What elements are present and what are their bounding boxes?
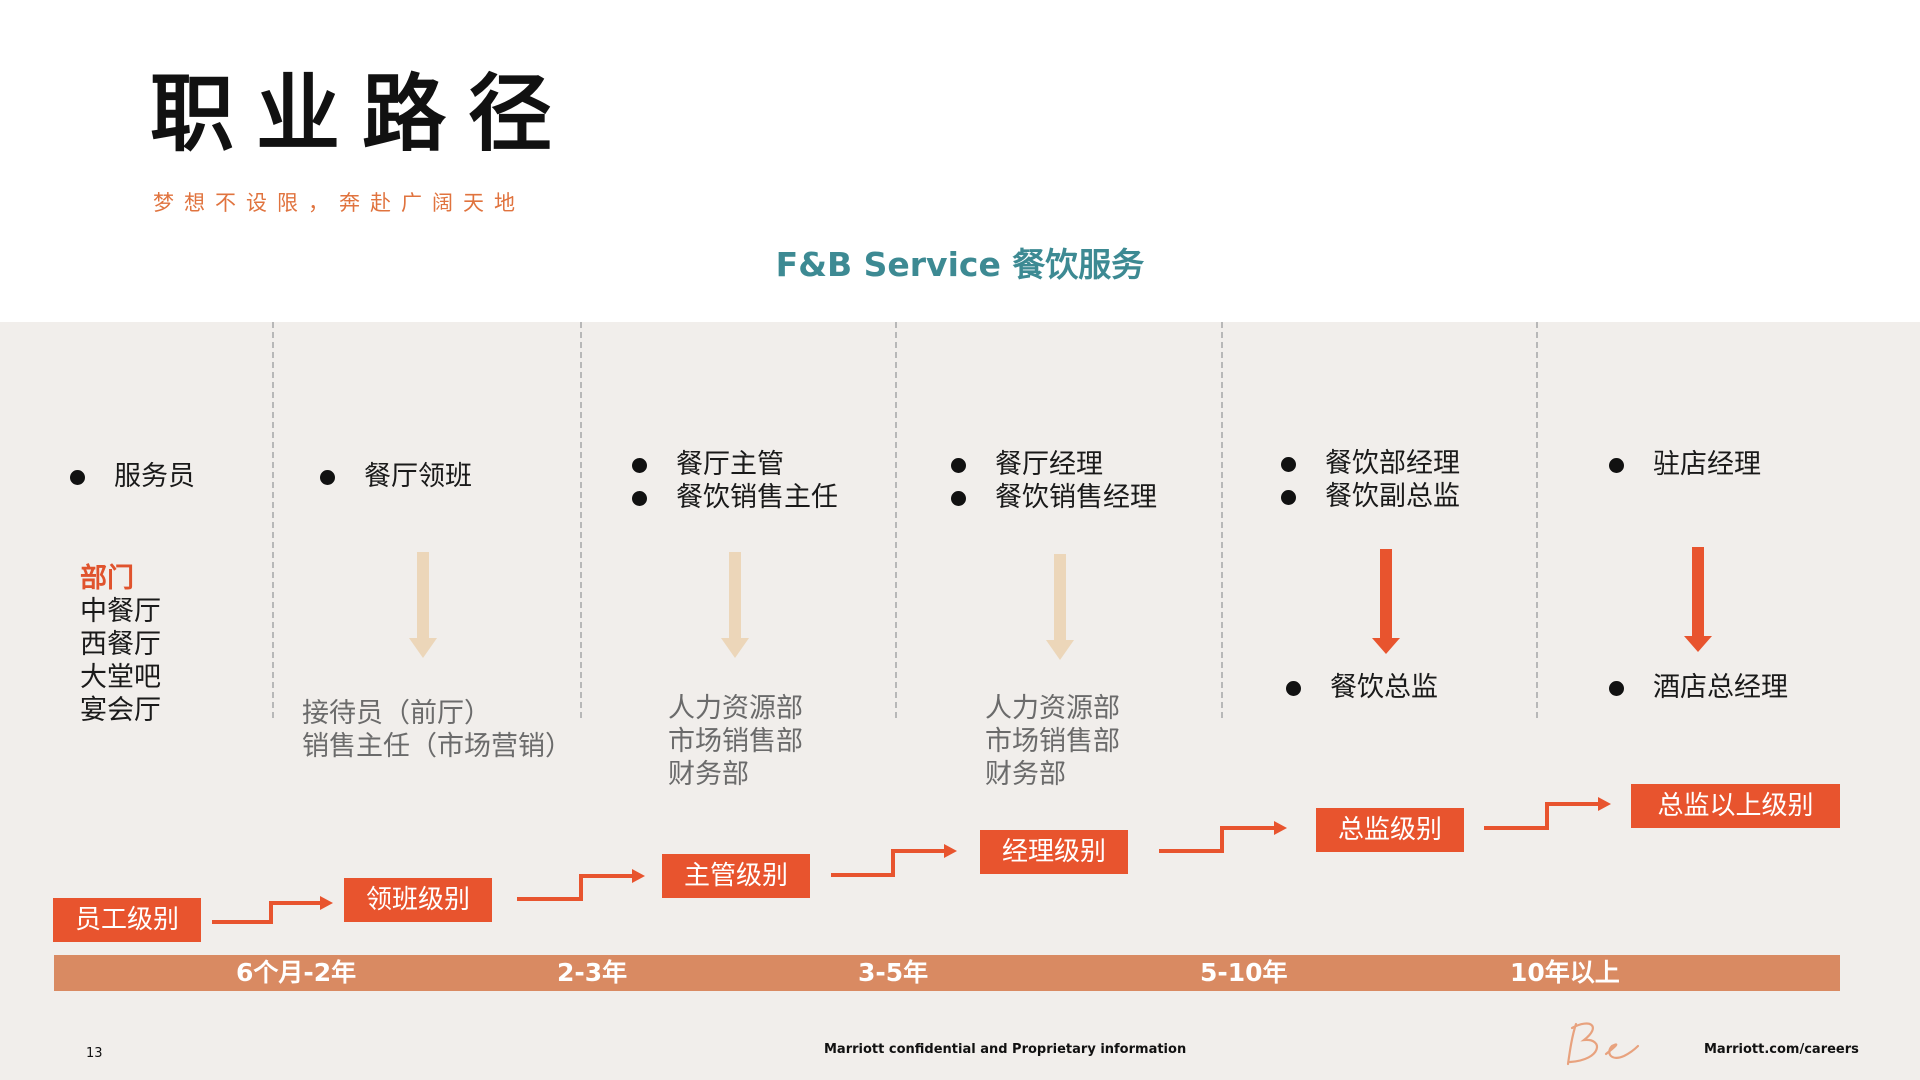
timeline-label: 6个月-2年 xyxy=(236,958,357,987)
transfer-item: 销售主任（市场营销） xyxy=(302,731,572,762)
step-arrow-head xyxy=(632,869,645,883)
role-item: 服务员 xyxy=(68,460,195,493)
column-divider xyxy=(1536,322,1538,718)
light-down-arrow xyxy=(409,552,437,658)
step-arrow-head xyxy=(1274,821,1287,835)
level-badge: 总监级别 xyxy=(1316,808,1464,852)
page-subtitle: 梦想不设限，奔赴广阔天地 xyxy=(153,191,525,215)
role-item: 餐饮销售主任 xyxy=(630,481,838,514)
transfer-item: 人力资源部 xyxy=(985,693,1120,724)
role-item: 餐饮总监 xyxy=(1284,671,1438,704)
timeline-label: 5-10年 xyxy=(1200,958,1288,987)
role-item: 驻店经理 xyxy=(1607,448,1761,481)
role-item: 酒店总经理 xyxy=(1607,671,1788,704)
transfer-item: 财务部 xyxy=(668,759,749,790)
department-item: 西餐厅 xyxy=(80,629,161,660)
next-role: 酒店总经理 xyxy=(1607,671,1788,704)
department-list: 部门 中餐厅 西餐厅 大堂吧 宴会厅 xyxy=(80,562,161,727)
level-badge: 主管级别 xyxy=(662,854,810,898)
role-item: 餐厅经理 xyxy=(949,448,1157,481)
department-item: 宴会厅 xyxy=(80,695,161,726)
timeline-bar xyxy=(54,955,1840,991)
column-divider xyxy=(272,322,274,718)
role-item: 餐厅主管 xyxy=(630,448,838,481)
timeline-label: 2-3年 xyxy=(557,958,628,987)
column-2-roles: 餐厅领班 xyxy=(318,460,472,493)
website-link[interactable]: Marriott.com/careers xyxy=(1704,1042,1859,1057)
column-divider xyxy=(580,322,582,718)
transfer-item: 市场销售部 xyxy=(985,726,1120,757)
light-down-arrow xyxy=(721,552,749,658)
column-1-roles: 服务员 xyxy=(68,460,195,493)
level-badge: 经理级别 xyxy=(980,830,1128,874)
department-item: 中餐厅 xyxy=(80,596,161,627)
column-divider xyxy=(895,322,897,718)
transfer-list: 人力资源部 市场销售部 财务部 xyxy=(985,692,1120,791)
step-arrow-head xyxy=(320,896,333,910)
timeline-label: 3-5年 xyxy=(858,958,929,987)
role-item: 餐饮销售经理 xyxy=(949,481,1157,514)
transfer-list: 接待员（前厅） 销售主任（市场营销） xyxy=(302,697,572,763)
step-arrow xyxy=(1484,802,1598,830)
level-badge: 员工级别 xyxy=(53,898,201,942)
page-number: 13 xyxy=(86,1046,103,1061)
level-badge: 领班级别 xyxy=(344,878,492,922)
step-arrow xyxy=(831,849,944,877)
column-divider xyxy=(1221,322,1223,718)
page-title: 职业路径 xyxy=(150,65,575,163)
role-item: 餐饮副总监 xyxy=(1279,480,1460,513)
next-role: 餐饮总监 xyxy=(1284,671,1438,704)
step-arrow-head xyxy=(1598,797,1611,811)
column-3-roles: 餐厅主管 餐饮销售主任 xyxy=(630,448,838,514)
role-item: 餐厅领班 xyxy=(318,460,472,493)
content-band xyxy=(0,322,1920,1080)
column-6-roles: 驻店经理 xyxy=(1607,448,1761,481)
column-4-roles: 餐厅经理 餐饮销售经理 xyxy=(949,448,1157,514)
transfer-item: 市场销售部 xyxy=(668,726,803,757)
step-arrow-head xyxy=(944,844,957,858)
confidential-notice: Marriott confidential and Proprietary in… xyxy=(824,1042,1187,1057)
level-badge: 总监以上级别 xyxy=(1631,784,1840,828)
timeline-label: 10年以上 xyxy=(1510,958,1620,987)
department-item: 大堂吧 xyxy=(80,662,161,693)
orange-down-arrow xyxy=(1372,549,1400,654)
transfer-item: 财务部 xyxy=(985,759,1066,790)
role-item: 餐饮部经理 xyxy=(1279,447,1460,480)
transfer-item: 接待员（前厅） xyxy=(302,698,491,729)
column-5-roles: 餐饮部经理 餐饮副总监 xyxy=(1279,447,1460,513)
transfer-list: 人力资源部 市场销售部 财务部 xyxy=(668,692,803,791)
step-arrow xyxy=(212,901,320,924)
step-arrow xyxy=(1159,826,1274,853)
orange-down-arrow xyxy=(1684,547,1712,652)
department-title: 部门 xyxy=(80,563,134,594)
light-down-arrow xyxy=(1046,554,1074,660)
section-title: F&B Service 餐饮服务 xyxy=(775,245,1145,284)
step-arrow xyxy=(517,874,632,901)
transfer-item: 人力资源部 xyxy=(668,693,803,724)
be-signature-logo xyxy=(1562,1016,1642,1072)
